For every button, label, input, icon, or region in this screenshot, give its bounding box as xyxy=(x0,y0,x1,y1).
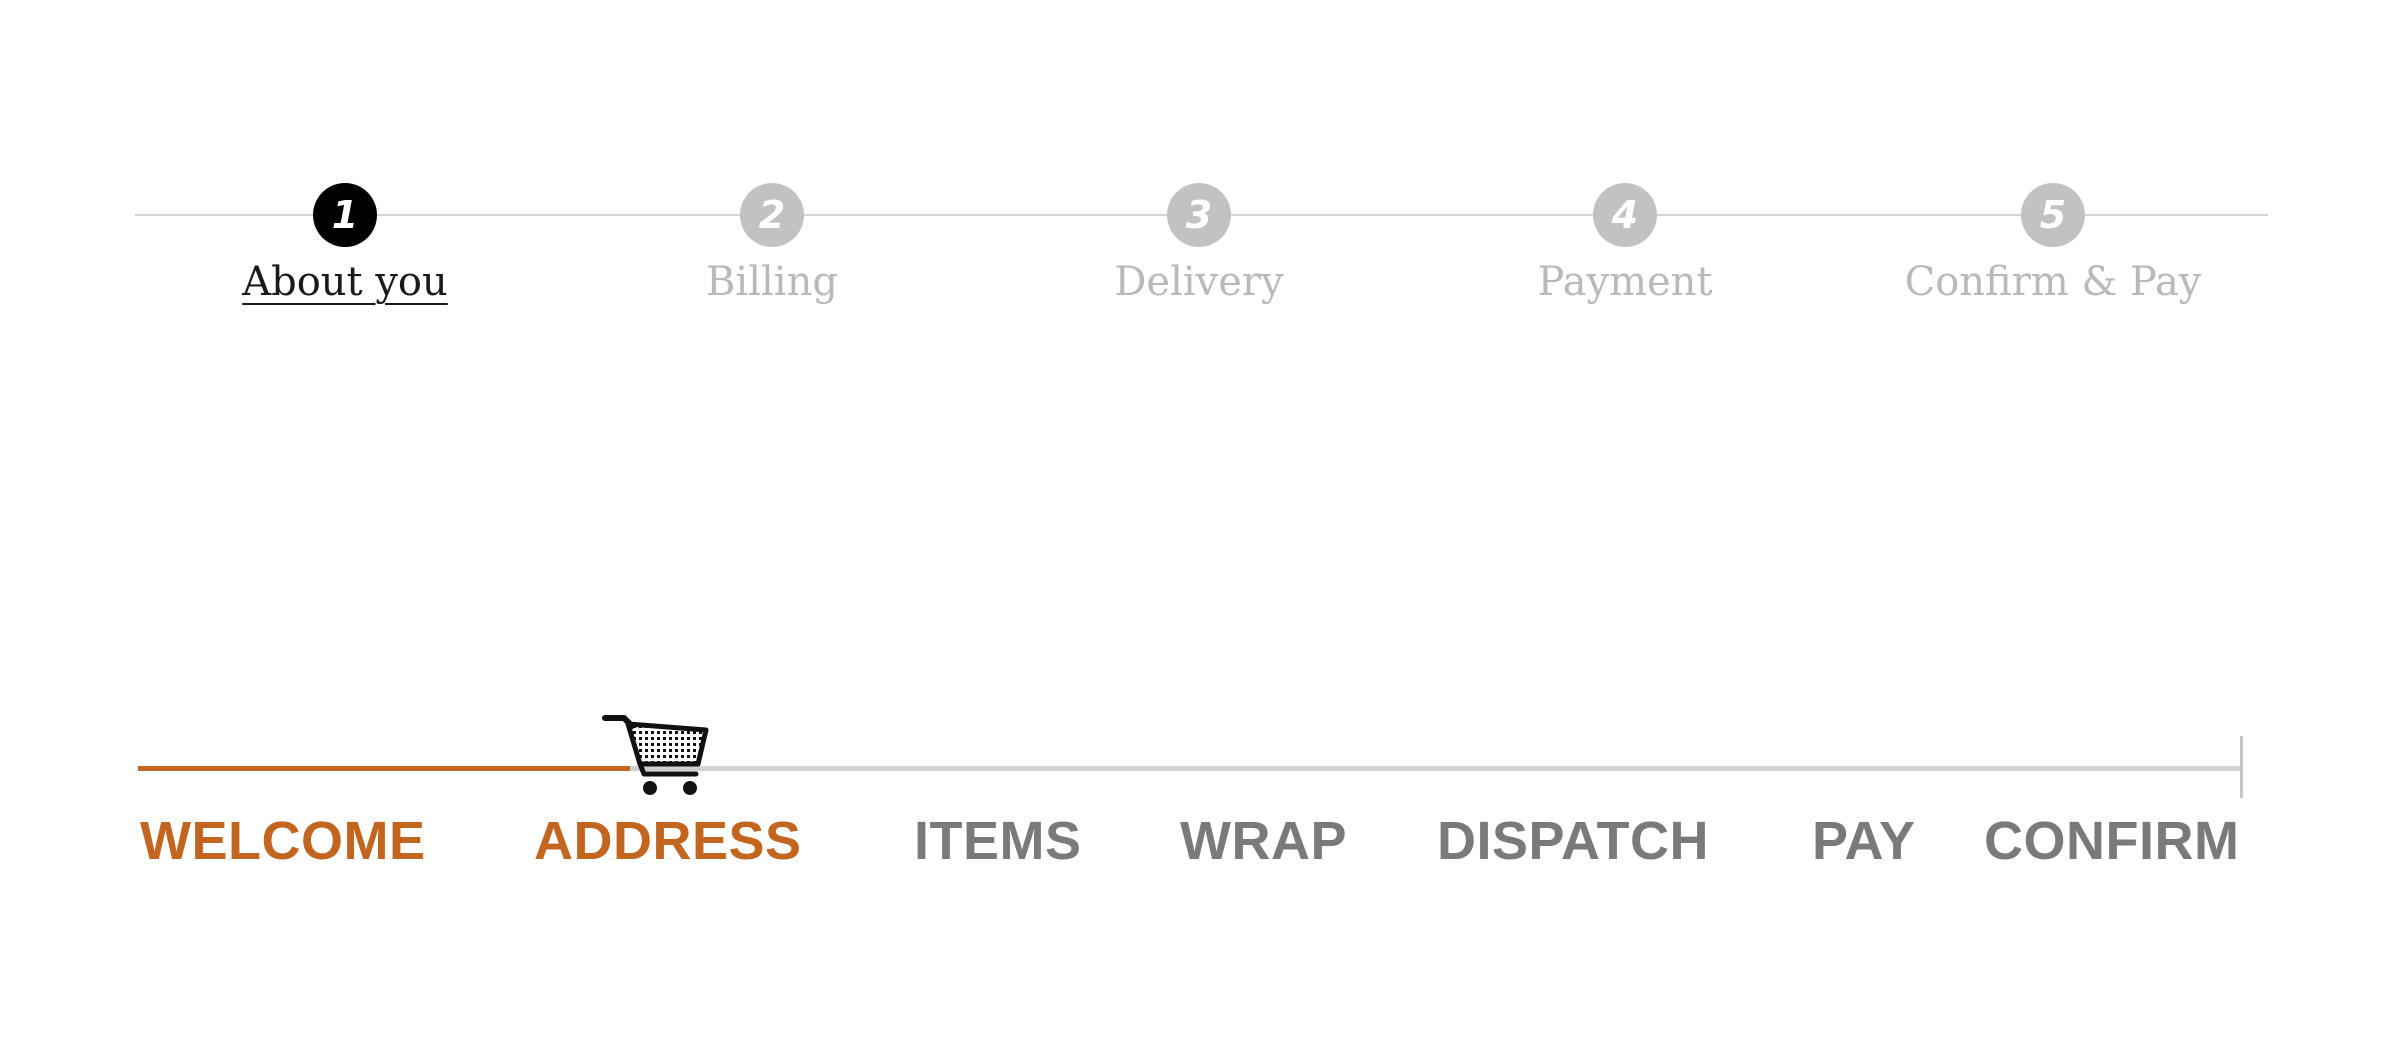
step-number-badge: 2 xyxy=(740,183,804,247)
step-label-billing: Billing xyxy=(706,259,838,305)
step-label-confirm-and-pay: Confirm & Pay xyxy=(1904,259,2202,305)
step-label-payment: Payment xyxy=(1537,259,1713,305)
cart-step-welcome[interactable]: WELCOME xyxy=(140,811,426,871)
cart-progress-stepper: WELCOME ADDRESS ITEMS WRAP DISPATCH PAY … xyxy=(0,690,2382,930)
cart-step-dispatch: DISPATCH xyxy=(1437,811,1709,871)
numbered-checkout-stepper: 1 About you 2 Billing 3 Delivery 4 Payme… xyxy=(0,0,2382,340)
step-label-delivery: Delivery xyxy=(1114,259,1284,305)
cart-step-pay: PAY xyxy=(1812,811,1916,871)
step-about-you[interactable]: 1 About you xyxy=(175,183,515,305)
step-billing[interactable]: 2 Billing xyxy=(602,183,942,305)
step-number-badge: 3 xyxy=(1167,183,1231,247)
step-label-about-you[interactable]: About you xyxy=(242,259,448,305)
progress-track xyxy=(138,766,2242,771)
step-delivery[interactable]: 3 Delivery xyxy=(1029,183,1369,305)
step-confirm-and-pay[interactable]: 5 Confirm & Pay xyxy=(1883,183,2223,305)
step-number-badge: 5 xyxy=(2021,183,2085,247)
progress-end-marker xyxy=(2240,736,2243,798)
step-payment[interactable]: 4 Payment xyxy=(1455,183,1795,305)
progress-fill xyxy=(138,766,630,771)
shopping-cart-icon xyxy=(602,715,709,795)
cart-step-items: ITEMS xyxy=(914,811,1082,871)
step-number-badge: 4 xyxy=(1593,183,1657,247)
cart-step-wrap: WRAP xyxy=(1180,811,1347,871)
cart-step-confirm: CONFIRM xyxy=(1984,811,2240,871)
step-number-badge: 1 xyxy=(313,183,377,247)
cart-step-address[interactable]: ADDRESS xyxy=(534,811,802,871)
